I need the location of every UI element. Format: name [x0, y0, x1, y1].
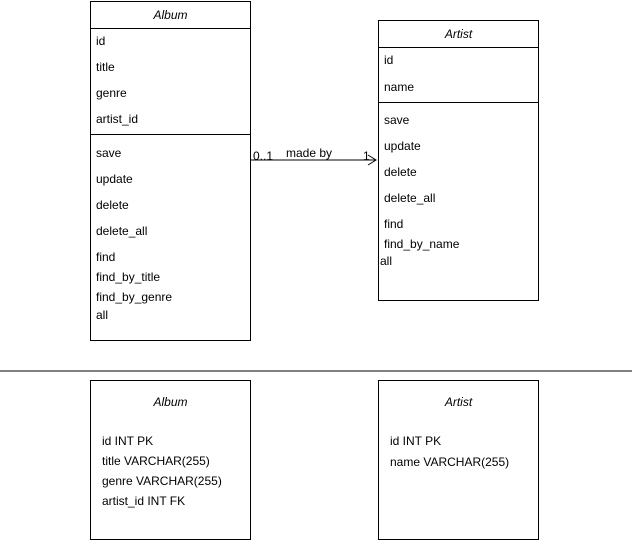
association-arrowhead — [367, 154, 377, 166]
artist-method: find — [384, 217, 404, 231]
association-label: made by — [286, 146, 333, 160]
album-column: genre VARCHAR(255) — [102, 474, 222, 488]
artist-method: save — [384, 113, 410, 127]
album-method: delete_all — [96, 224, 148, 238]
album-attribute: genre — [96, 86, 127, 100]
album-attribute: title — [96, 60, 115, 74]
uml-class-artist: Artist id name save update delete delete… — [378, 20, 539, 301]
artist-column: name VARCHAR(255) — [390, 455, 510, 469]
album-method: find — [96, 250, 116, 264]
album-compartment-divider — [91, 134, 250, 135]
artist-method: find_by_name — [384, 237, 460, 251]
album-method: save — [96, 146, 122, 160]
album-method: find_by_title — [96, 270, 161, 284]
uml-class-album-name: Album — [91, 2, 250, 29]
album-column: id INT PK — [102, 434, 154, 448]
artist-compartment-divider — [379, 102, 538, 103]
artist-column: id INT PK — [390, 434, 442, 448]
album-column: title VARCHAR(255) — [102, 454, 210, 468]
artist-method: update — [384, 139, 421, 153]
artist-method: delete_all — [384, 191, 436, 205]
artist-attribute: id — [384, 53, 394, 67]
artist-method: delete — [384, 165, 417, 179]
schema-table-artist: Artist id INT PK name VARCHAR(255) — [378, 380, 539, 540]
album-attribute: id — [96, 34, 106, 48]
schema-table-artist-name: Artist — [444, 395, 473, 409]
album-method: update — [96, 172, 133, 186]
target-multiplicity: 1 — [363, 149, 370, 163]
artist-method: all — [380, 254, 393, 268]
schema-table-album-name: Album — [153, 395, 188, 409]
album-column: artist_id INT FK — [102, 494, 186, 508]
source-multiplicity: 0..1 — [253, 149, 274, 163]
album-method: delete — [96, 198, 129, 212]
uml-class-album: Album id title genre artist_id save upda… — [90, 1, 251, 341]
album-method: find_by_genre — [96, 290, 173, 304]
artist-attribute: name — [384, 80, 415, 94]
album-method: all — [96, 308, 109, 322]
schema-table-album: Album id INT PK title VARCHAR(255) genre… — [90, 380, 251, 540]
uml-class-artist-name: Artist — [379, 21, 538, 48]
album-attribute: artist_id — [96, 112, 139, 126]
